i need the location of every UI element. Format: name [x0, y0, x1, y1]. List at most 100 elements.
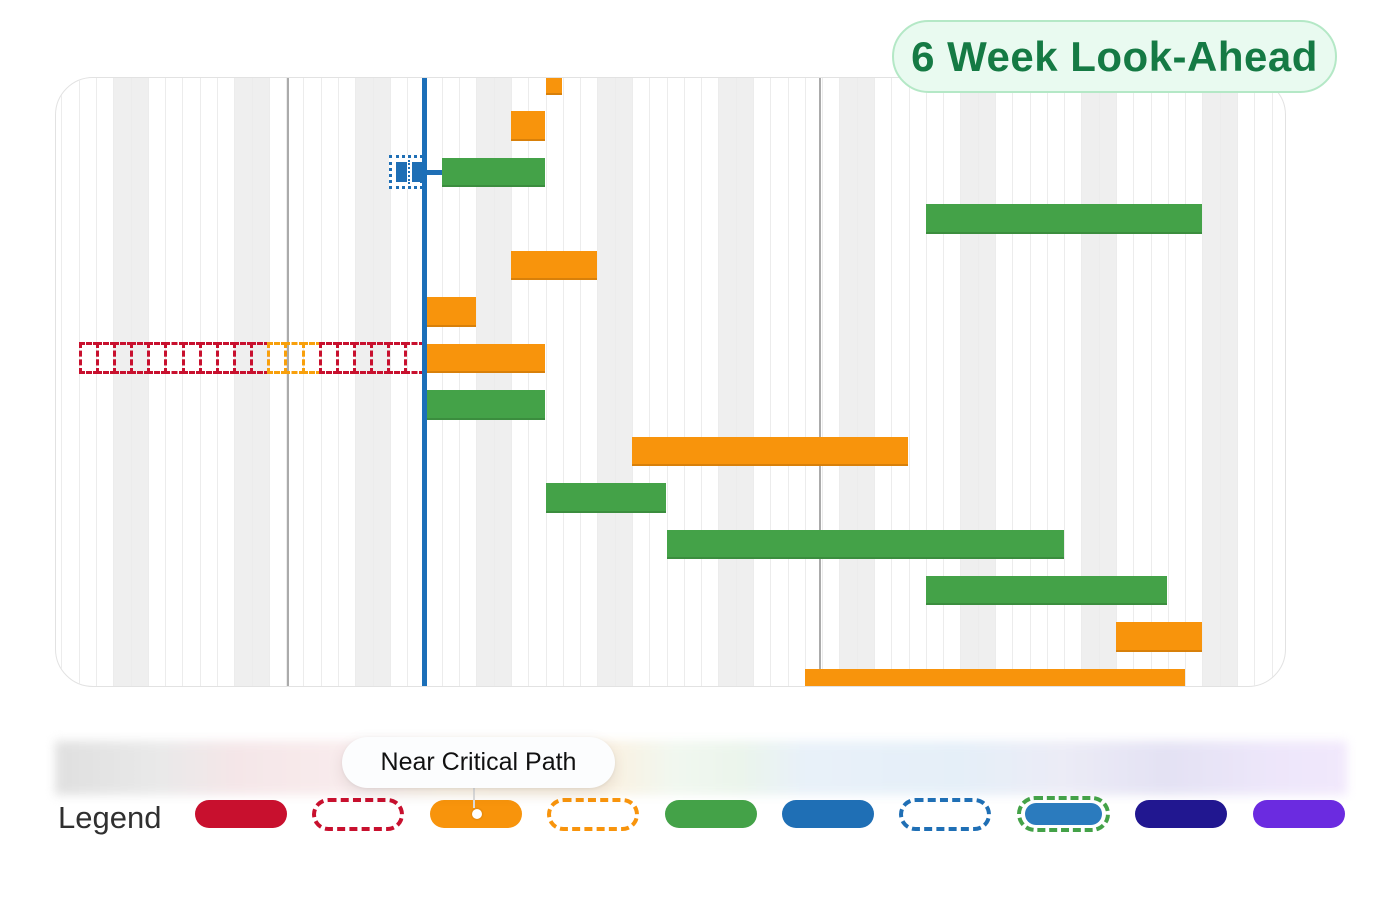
- day-gridline: [528, 78, 530, 686]
- day-gridline: [303, 78, 305, 686]
- legend-pill-blue-dashed[interactable]: [899, 798, 992, 831]
- gantt-connector: [424, 169, 444, 175]
- gantt-bar-row12-orange[interactable]: [1116, 622, 1202, 652]
- day-gridline: [389, 78, 391, 686]
- day-gridline: [113, 78, 115, 686]
- day-gridline: [234, 78, 236, 686]
- day-gridline: [735, 78, 737, 686]
- legend-pill-near-critical-solid[interactable]: [429, 800, 522, 828]
- day-gridline: [1064, 78, 1066, 686]
- day-gridline: [770, 78, 772, 686]
- gantt-bar-row1-orange[interactable]: [511, 111, 545, 141]
- day-gridline: [787, 78, 789, 686]
- day-gridline: [96, 78, 98, 686]
- gantt-bar-row8-orange[interactable]: [632, 436, 908, 467]
- legend-pill-navy-solid[interactable]: [1135, 800, 1228, 828]
- legend-label: Legend: [58, 800, 162, 835]
- milestone-fill: [395, 162, 407, 182]
- gantt-bar-row13-orange[interactable]: [805, 668, 1185, 686]
- legend-pill-purple-solid[interactable]: [1252, 800, 1345, 828]
- legend-background-haze: [55, 741, 1347, 795]
- day-gridline: [320, 78, 322, 686]
- day-gridline: [268, 78, 270, 686]
- legend-pill-critical-dashed[interactable]: [312, 798, 405, 831]
- legend-pill-blue-green-outline[interactable]: [1016, 796, 1110, 832]
- gantt-bar-row5-orange[interactable]: [425, 297, 476, 327]
- near-critical-path-tooltip: Near Critical Path: [342, 737, 615, 788]
- day-gridline: [804, 78, 806, 686]
- day-gridline: [856, 78, 858, 686]
- day-gridline: [873, 78, 875, 686]
- tooltip-pointer: [472, 786, 475, 808]
- day-gridline: [1133, 78, 1135, 686]
- day-gridline: [1150, 78, 1152, 686]
- day-gridline: [441, 78, 443, 686]
- day-gridline: [130, 78, 132, 686]
- day-gridline: [286, 78, 288, 686]
- milestone-fill: [411, 162, 423, 182]
- gantt-bar-row9-green[interactable]: [546, 483, 666, 513]
- day-gridline: [977, 78, 979, 686]
- day-gridline: [147, 78, 149, 686]
- day-gridline: [1029, 78, 1031, 686]
- day-gridline: [822, 78, 824, 686]
- gantt-planned-window[interactable]: [78, 342, 425, 375]
- look-ahead-badge: 6 Week Look-Ahead: [892, 20, 1337, 93]
- day-gridline: [752, 78, 754, 686]
- day-gridline: [701, 78, 703, 686]
- gantt-bar-row2-green[interactable]: [442, 157, 545, 188]
- day-gridline: [1012, 78, 1014, 686]
- day-gridline: [476, 78, 478, 686]
- look-ahead-badge-label: 6 Week Look-Ahead: [911, 32, 1318, 80]
- day-gridline: [943, 78, 945, 686]
- day-gridline: [649, 78, 651, 686]
- legend-pill-green-solid[interactable]: [664, 800, 757, 828]
- gantt-bar-row7-green[interactable]: [425, 390, 545, 420]
- day-gridline: [1185, 78, 1187, 686]
- day-gridline: [510, 78, 512, 686]
- day-gridline: [338, 78, 340, 686]
- day-gridline: [251, 78, 253, 686]
- day-gridline: [908, 78, 910, 686]
- legend-pills: [195, 796, 1345, 832]
- month-boundary-line: [819, 78, 822, 686]
- day-gridline: [1202, 78, 1204, 686]
- day-gridline: [545, 78, 547, 686]
- day-gridline: [839, 78, 841, 686]
- gantt-bar-row0-orange[interactable]: [546, 78, 563, 95]
- day-gridline: [1098, 78, 1100, 686]
- day-gridline: [1115, 78, 1117, 686]
- tooltip-anchor-dot: [471, 809, 482, 819]
- today-line: [422, 78, 427, 686]
- day-gridline: [994, 78, 996, 686]
- day-gridline: [562, 78, 564, 686]
- legend-pill-blue-solid[interactable]: [781, 800, 874, 828]
- day-gridline: [1219, 78, 1221, 686]
- day-gridline: [199, 78, 201, 686]
- day-gridline: [580, 78, 582, 686]
- month-boundary-line: [286, 78, 289, 686]
- legend-pill-critical-solid[interactable]: [195, 800, 287, 828]
- day-gridline: [78, 78, 80, 686]
- gantt-chart: [55, 77, 1286, 687]
- day-gridline: [493, 78, 495, 686]
- day-gridline: [165, 78, 167, 686]
- gantt-bar-row11-green[interactable]: [926, 575, 1168, 606]
- day-gridline: [718, 78, 720, 686]
- day-gridline: [1046, 78, 1048, 686]
- day-gridline: [666, 78, 668, 686]
- day-gridline: [1236, 78, 1238, 686]
- day-gridline: [459, 78, 461, 686]
- milestone-divider: [407, 160, 410, 184]
- gantt-bar-row6-orange[interactable]: [425, 343, 545, 374]
- day-gridline: [372, 78, 374, 686]
- day-gridline: [683, 78, 685, 686]
- legend-pill-blue-green-outline-inner: [1024, 803, 1102, 825]
- day-gridline: [217, 78, 219, 686]
- gantt-bar-row10-green[interactable]: [667, 529, 1064, 559]
- day-gridline: [182, 78, 184, 686]
- gantt-bar-row4-orange[interactable]: [511, 250, 597, 281]
- gantt-planned-milestone[interactable]: [388, 155, 424, 189]
- legend-pill-near-critical-dashed[interactable]: [547, 798, 640, 831]
- gantt-bar-row3-green[interactable]: [926, 204, 1202, 234]
